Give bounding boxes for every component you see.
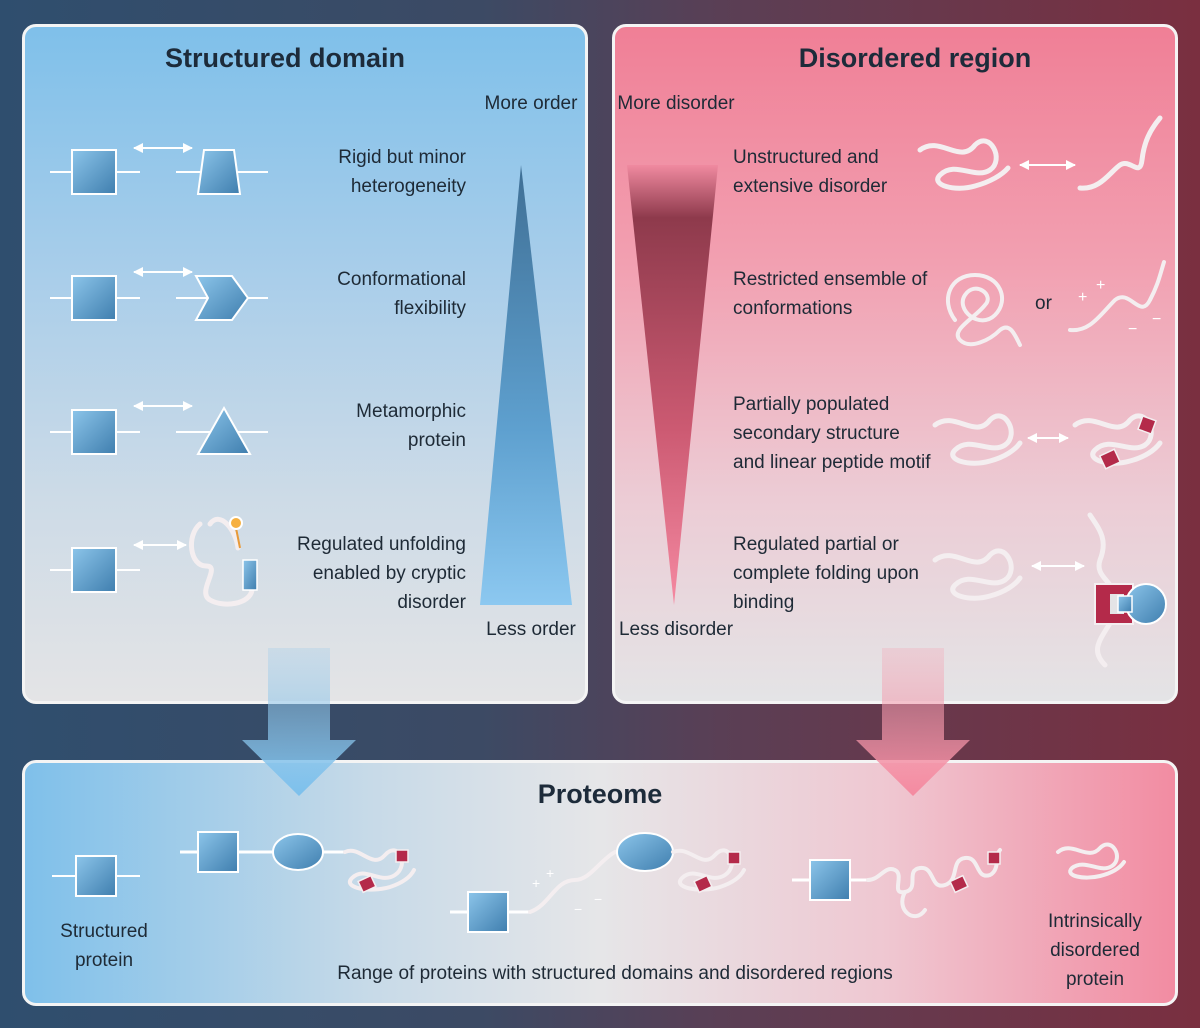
or-text: or bbox=[1035, 293, 1052, 314]
charged-chain-icon: + + − − bbox=[1068, 260, 1166, 338]
more-disorder-label: More disorder bbox=[617, 93, 735, 114]
row-label-partially-populated: Partially populated secondary structure … bbox=[733, 394, 931, 473]
disordered-down-arrow bbox=[856, 648, 970, 796]
chevron-domain-icon bbox=[176, 275, 268, 321]
intrinsically-disordered-label: Intrinsically disordered protein bbox=[1048, 911, 1142, 990]
row-label-regulated-unfolding: Regulated unfolding enabled by cryptic d… bbox=[296, 534, 466, 613]
row-label-flexibility: Conformational flexibility bbox=[337, 269, 466, 319]
trapezoid-domain-icon bbox=[176, 149, 268, 195]
charged-linker-protein-icon: + + − − bbox=[450, 832, 746, 933]
minus-charge: − bbox=[1128, 321, 1137, 338]
tangled-chain-icon bbox=[917, 138, 1011, 191]
motif-bound-chain-icon bbox=[1072, 413, 1163, 470]
metamorphic-square-domain-icon bbox=[50, 409, 140, 455]
minus-charge: − bbox=[594, 891, 602, 907]
unfolded-chain-icon bbox=[188, 516, 258, 607]
disorder-gradient-wedge bbox=[627, 165, 718, 605]
modification-site-icon bbox=[229, 516, 243, 530]
extended-chain-icon bbox=[1077, 115, 1163, 191]
disordered-panel-title: Disordered region bbox=[798, 43, 1032, 73]
folding-upon-binding-icon bbox=[1087, 512, 1167, 668]
row-label-unstructured: Unstructured and extensive disorder bbox=[733, 147, 888, 197]
order-gradient-wedge bbox=[480, 165, 572, 605]
disordered-region-panel: Disordered region More disorder Less dis… bbox=[612, 24, 1178, 704]
minus-charge: − bbox=[1152, 311, 1161, 328]
compact-globule-chain-icon bbox=[945, 272, 1022, 347]
row-label-restricted-ensemble: Restricted ensemble of conformations bbox=[733, 269, 928, 319]
more-order-label: More order bbox=[484, 93, 578, 114]
tangled-chain-icon bbox=[932, 548, 1023, 601]
flexible-square-domain-icon bbox=[50, 275, 140, 321]
structured-protein-label: Structured protein bbox=[60, 921, 148, 971]
row-label-rigid: Rigid but minor heterogeneity bbox=[338, 147, 466, 197]
proteome-title: Proteome bbox=[537, 779, 663, 809]
less-disorder-label: Less disorder bbox=[618, 619, 734, 640]
row-label-regulated-folding: Regulated partial or complete folding up… bbox=[733, 534, 919, 613]
multidomain-protein-icon bbox=[180, 831, 416, 894]
plus-charge: + bbox=[1096, 277, 1105, 294]
intrinsically-disordered-protein-icon bbox=[1056, 842, 1126, 880]
minus-charge: − bbox=[574, 901, 582, 917]
mostly-disordered-protein-icon bbox=[792, 848, 1002, 919]
structured-protein-icon bbox=[52, 855, 140, 897]
structured-panel-title: Structured domain bbox=[164, 43, 406, 73]
plus-charge: + bbox=[546, 865, 554, 881]
row-label-metamorphic: Metamorphic protein bbox=[356, 401, 466, 451]
plus-charge: + bbox=[532, 875, 540, 891]
rigid-square-domain-icon bbox=[50, 149, 140, 195]
cryptic-square-domain-icon bbox=[50, 547, 140, 593]
structured-down-arrow bbox=[242, 648, 356, 796]
plus-charge: + bbox=[1078, 289, 1087, 306]
less-order-label: Less order bbox=[486, 619, 576, 640]
triangle-domain-icon bbox=[176, 405, 268, 455]
proteome-caption: Range of proteins with structured domain… bbox=[337, 963, 893, 984]
proteome-panel: Proteome Structured protein Intrinsicall… bbox=[22, 760, 1178, 1006]
tangled-chain-icon bbox=[932, 413, 1023, 466]
